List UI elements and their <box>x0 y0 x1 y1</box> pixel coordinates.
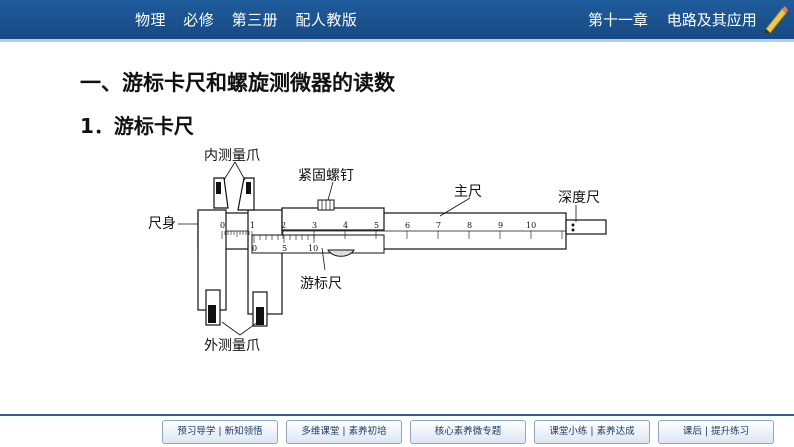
main-scale-label: 主尺 <box>454 184 482 200</box>
subject-label: 物理 <box>135 11 167 29</box>
main-tick-label-5: 5 <box>374 221 379 230</box>
chapter-info: 第十一章 电路及其应用 <box>588 9 771 30</box>
main-scale-tick-labels: 0 1 2 3 4 5 6 7 8 9 10 <box>220 221 536 230</box>
body-label: 尺身 <box>148 216 176 232</box>
subsection-heading: 1．游标卡尺 <box>80 114 194 138</box>
pencil-icon <box>764 6 788 33</box>
chapter-title: 电路及其应用 <box>666 11 757 29</box>
main-tick-label-7: 7 <box>436 221 441 230</box>
main-tick-label-9: 9 <box>498 221 503 230</box>
vernier-tick-labels: 0 5 10 <box>252 244 318 253</box>
depth-rod-label: 深度尺 <box>558 190 600 206</box>
vernier-plate <box>251 234 385 254</box>
nav-classroom-button[interactable]: 多维课堂 | 素养初培 <box>286 420 402 444</box>
main-scale-ticks <box>221 231 563 239</box>
vernier-tick-label-10: 10 <box>308 244 318 253</box>
nav-practice-button[interactable]: 课堂小练 | 素养达成 <box>534 420 650 444</box>
vernier-scale-ticks <box>253 235 315 243</box>
track-label: 必修 <box>183 11 215 29</box>
outer-jaw-label: 外测量爪 <box>204 338 260 354</box>
slider-housing <box>281 207 385 231</box>
main-tick-label-6: 6 <box>405 221 410 230</box>
main-tick-label-4: 4 <box>343 221 348 230</box>
footer-line <box>0 414 794 416</box>
course-info: 物理 必修 第三册 配人教版 <box>135 9 369 30</box>
thumb-wheel <box>327 249 355 257</box>
volume-label: 第三册 <box>231 11 279 29</box>
vernier-label: 游标尺 <box>300 276 342 292</box>
inner-jaw-label: 内测量爪 <box>204 148 260 164</box>
vernier-tick-label-0: 0 <box>252 244 257 253</box>
header-underline <box>0 39 794 42</box>
bottom-nav: 预习导学 | 新知领悟 多维课堂 | 素养初培 核心素养微专题 课堂小练 | 素… <box>0 416 794 447</box>
edition-label: 配人教版 <box>295 11 358 29</box>
vernier-tick-label-5: 5 <box>282 244 287 253</box>
lock-screw-label: 紧固螺钉 <box>298 168 354 184</box>
depth-rod <box>565 219 607 235</box>
main-tick-label-1: 1 <box>250 221 255 230</box>
header-bar: 物理 必修 第三册 配人教版 第十一章 电路及其应用 <box>0 0 794 39</box>
main-tick-label-8: 8 <box>467 221 472 230</box>
section-heading: 一、游标卡尺和螺旋测微器的读数 <box>80 71 395 95</box>
main-tick-label-3: 3 <box>312 221 317 230</box>
main-tick-label-0: 0 <box>220 221 225 230</box>
main-tick-label-10: 10 <box>526 221 536 230</box>
vernier-caliper-diagram: 0 1 2 3 4 5 6 7 8 9 10 0 5 10 <box>148 148 607 354</box>
nav-topic-button[interactable]: 核心素养微专题 <box>410 420 526 444</box>
nav-preview-button[interactable]: 预习导学 | 新知领悟 <box>162 420 278 444</box>
nav-homework-button[interactable]: 课后 | 提升练习 <box>658 420 774 444</box>
main-tick-label-2: 2 <box>281 221 286 230</box>
chapter-label: 第十一章 <box>588 11 649 29</box>
